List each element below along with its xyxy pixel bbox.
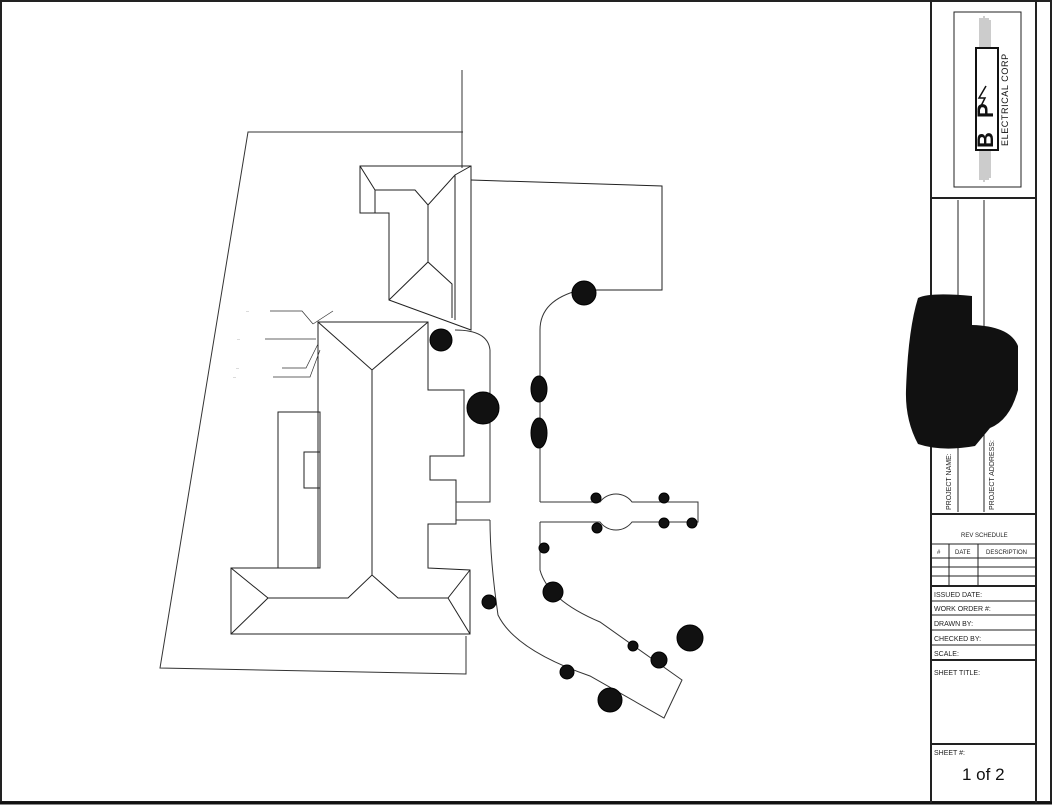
svg-text:—: — — [236, 366, 239, 370]
shrub-icon — [559, 664, 575, 680]
property-boundary — [159, 70, 467, 675]
landscape-trees — [429, 280, 704, 713]
sheet-number-value: 1 of 2 — [962, 765, 1005, 784]
shrub-icon — [481, 594, 497, 610]
sheet-title-label: SHEET TITLE: — [934, 670, 980, 677]
shrub-icon — [686, 517, 698, 529]
svg-text:—: — — [246, 309, 249, 313]
shrub-icon — [591, 522, 603, 534]
svg-text:—: — — [233, 375, 236, 379]
sheet-number-label: SHEET #: — [934, 750, 965, 757]
annotation-text: — — — — — [233, 309, 249, 379]
checked-by-label: CHECKED BY: — [934, 636, 981, 643]
driveway — [489, 289, 699, 719]
project-name-label: PROJECT NAME: — [946, 453, 953, 510]
annotation-leaders — [265, 310, 334, 378]
drawn-by-label: DRAWN BY: — [934, 621, 973, 628]
tree-icon — [542, 581, 564, 603]
scale-label: SCALE: — [934, 651, 959, 658]
svg-text:—: — — [237, 337, 240, 341]
tree-icon — [429, 328, 453, 352]
rev-col-date: DATE — [955, 550, 971, 556]
tree-icon — [571, 280, 597, 306]
rev-col-number: # — [937, 550, 941, 556]
main-house-roof — [230, 321, 471, 635]
rev-col-description: DESCRIPTION — [986, 550, 1027, 556]
shrub-icon — [538, 542, 550, 554]
logo-tagline: ELECTRICAL CORP — [1000, 53, 1010, 146]
shrub-icon — [590, 492, 602, 504]
shrub-icon — [658, 492, 670, 504]
tree-icon — [530, 375, 548, 403]
tree-icon — [597, 687, 623, 713]
issued-date-label: ISSUED DATE: — [934, 592, 982, 599]
redaction — [905, 294, 1018, 449]
logo-wordmark: B P — [973, 99, 998, 148]
project-address-label: PROJECT ADDRESS: — [989, 440, 996, 510]
connector-walk — [454, 329, 491, 521]
tree-icon — [676, 624, 704, 652]
work-order-label: WORK ORDER #: — [934, 606, 991, 613]
upper-building-roof — [359, 165, 663, 331]
shrub-icon — [658, 517, 670, 529]
logo-box — [953, 11, 1022, 188]
tree-icon — [466, 391, 500, 425]
company-logo: B P ELECTRICAL CORP — [973, 16, 1010, 182]
title-block-frame — [930, 1, 1037, 803]
tree-icon — [530, 417, 548, 449]
lightning-bolt-icon — [977, 85, 987, 113]
rev-schedule-title: REV SCHEDULE — [961, 533, 1008, 539]
shrub-icon — [650, 651, 668, 669]
shrub-icon — [627, 640, 639, 652]
